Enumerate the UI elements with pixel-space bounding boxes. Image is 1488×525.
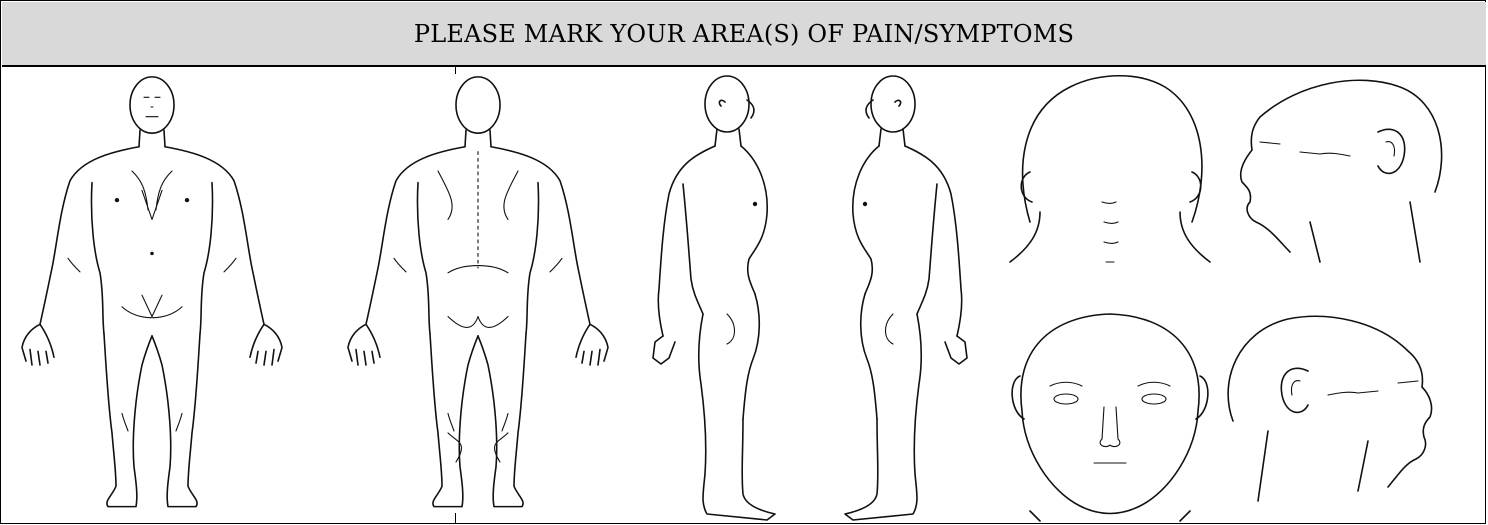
head-front-figure [1012,314,1208,521]
head-right-profile-figure [1241,80,1442,262]
body-front-figure [22,77,282,507]
form-title: PLEASE MARK YOUR AREA(S) OF PAIN/SYMPTOM… [2,2,1486,67]
head-back-figure [1010,76,1210,262]
body-left-side-figure [845,76,967,520]
body-diagrams [0,66,1486,523]
body-back-figure [348,77,608,507]
body-right-side-figure [653,76,775,520]
head-left-profile-figure [1228,316,1431,501]
